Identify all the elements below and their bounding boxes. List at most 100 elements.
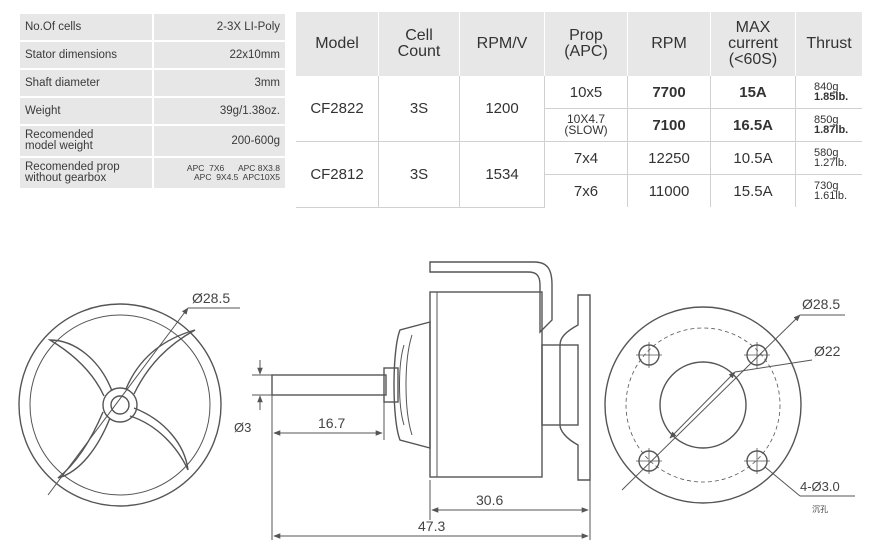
cell-cells: 3S	[378, 141, 460, 208]
spoke-2	[129, 407, 189, 471]
bell-winding-2	[405, 334, 413, 436]
header-model: Model	[296, 12, 379, 76]
spec-label: Weight	[20, 98, 154, 124]
spec-value: 22x10mm	[154, 42, 285, 68]
shaft	[271, 374, 387, 396]
shaft-length-label: 16.7	[318, 415, 345, 431]
front-diameter-label: Ø28.5	[192, 290, 230, 306]
mount-note-label: 沉孔	[812, 505, 828, 514]
front-hub-inner	[110, 395, 130, 415]
spec-row: Weight 39g/1.38oz.	[20, 98, 285, 124]
total-length-label: 47.3	[418, 518, 445, 534]
cell-prop: 10x5	[544, 76, 628, 109]
cell-current: 16.5A	[710, 108, 796, 142]
cell-rpm: 7700	[627, 76, 711, 109]
spec-label-line: Recomended	[25, 129, 94, 141]
cell-rpm-v: 1534	[459, 141, 545, 208]
cell-model: CF2822	[296, 76, 379, 142]
mount-view	[604, 306, 855, 504]
thrust-pounds: 1.87lb.	[814, 124, 849, 136]
spec-value: 3mm	[154, 70, 285, 96]
cell-thrust: 840g 1.85lb.	[795, 76, 862, 109]
cell-thrust: 850g 1.87lb.	[795, 108, 862, 142]
header-cell-count: Cell Count	[378, 12, 460, 76]
spec-label-line: Recomended prop	[25, 161, 120, 173]
bell-rear	[393, 321, 431, 449]
spec-row: Stator dimensions 22x10mm	[20, 42, 285, 68]
prop-line: 10X4.7	[566, 112, 606, 126]
thrust-grams: 580g	[814, 147, 839, 159]
shaft-collar	[383, 367, 399, 403]
header-prop: Prop (APC)	[544, 12, 628, 76]
spec-value: APC 7X6 APC 8X3.8 APC 9X4.5 APC10X5	[154, 158, 285, 188]
mount-hole-leader	[764, 466, 801, 497]
spec-value-line: APC 7X6 APC 8X3.8	[186, 163, 280, 173]
front-hub-outer	[102, 387, 138, 423]
mount-outer-dim-line	[621, 314, 801, 491]
spec-value: 200-600g	[154, 126, 285, 156]
spec-row: No.Of cells 2-3X LI-Poly	[20, 14, 285, 40]
thrust-grams: 850g	[814, 114, 839, 126]
table-row: CF2822 3S 1200 10x5 7700 15A 840g 1.85lb…	[296, 76, 862, 142]
spoke-1	[47, 339, 113, 397]
side-view	[252, 261, 591, 540]
front-dim-line	[47, 307, 189, 496]
header-rpm: RPM	[627, 12, 711, 76]
cell-rpm: 12250	[627, 141, 711, 175]
header-thrust: Thrust	[795, 12, 862, 76]
table-row: CF2812 3S 1534 7x4 12250 10.5A 580g 1.27…	[296, 141, 862, 208]
spec-value-line: APC 9X4.5 APC10X5	[194, 172, 280, 182]
motor-body	[429, 291, 543, 478]
spec-table: No.Of cells 2-3X LI-Poly Stator dimensio…	[20, 12, 285, 190]
spec-label: Stator dimensions	[20, 42, 154, 68]
body-length-label: 30.6	[476, 492, 503, 508]
spec-value: 39g/1.38oz.	[154, 98, 285, 124]
thrust-pounds: 1.61lb.	[814, 190, 848, 202]
thrust-pounds: 1.85lb.	[814, 91, 849, 103]
spec-label: Recomended model weight	[20, 126, 154, 156]
mount-outer-circle	[604, 306, 802, 504]
spec-label: Shaft diameter	[20, 70, 154, 96]
mount-center-bore	[659, 361, 747, 449]
front-outer-circle	[18, 303, 222, 507]
mount-plate	[559, 294, 591, 481]
cell-cells: 3S	[378, 76, 460, 142]
spoke-4	[125, 329, 196, 395]
thrust-grams: 730g	[814, 180, 839, 192]
mount-inner-dim-leader	[734, 359, 813, 373]
bell-winding-1	[399, 344, 405, 426]
spec-label-line: model weight	[25, 140, 93, 152]
cell-rpm-v: 1200	[459, 76, 545, 142]
front-inner-circle	[29, 314, 211, 496]
spoke-3	[57, 411, 111, 479]
shaft-diameter-label: Ø3	[234, 420, 251, 435]
cell-current: 15A	[710, 76, 796, 109]
header-max-current: MAX current (<60S)	[710, 12, 796, 76]
cell-rpm: 11000	[627, 174, 711, 207]
performance-table: Model Cell Count RPM/V Prop (APC) RPM MA…	[296, 12, 862, 208]
mount-outer-label: Ø28.5	[802, 296, 840, 312]
cell-model: CF2812	[296, 141, 379, 208]
cell-current: 15.5A	[710, 174, 796, 207]
thrust-pounds: 1.27lb.	[814, 157, 848, 169]
table-header-row: Model Cell Count RPM/V Prop (APC) RPM MA…	[296, 12, 862, 76]
spec-label: No.Of cells	[20, 14, 154, 40]
spec-value: 2-3X LI-Poly	[154, 14, 285, 40]
spec-row: Recomended prop without gearbox APC 7X6 …	[20, 158, 285, 188]
spec-label-line: without gearbox	[25, 172, 107, 184]
mount-bolt-circle	[625, 327, 781, 483]
cell-rpm: 7100	[627, 108, 711, 142]
mount-inner-label: Ø22	[814, 343, 841, 359]
mount-holes-label: 4-Ø3.0	[800, 479, 840, 494]
front-view	[18, 303, 240, 507]
spec-row: Shaft diameter 3mm	[20, 70, 285, 96]
cell-prop: 10X4.7 (SLOW)	[544, 108, 628, 142]
spec-label: Recomended prop without gearbox	[20, 158, 154, 188]
header-rpm-per-v: RPM/V	[459, 12, 545, 76]
table-row: 7x6 11000 15.5A 730g 1.61lb.	[296, 174, 862, 207]
table-row: 10X4.7 (SLOW) 7100 16.5A 850g 1.87lb.	[296, 108, 862, 142]
cell-prop: 7x4	[544, 141, 628, 175]
thrust-grams: 840g	[814, 81, 839, 93]
cell-thrust: 580g 1.27lb.	[795, 141, 862, 175]
